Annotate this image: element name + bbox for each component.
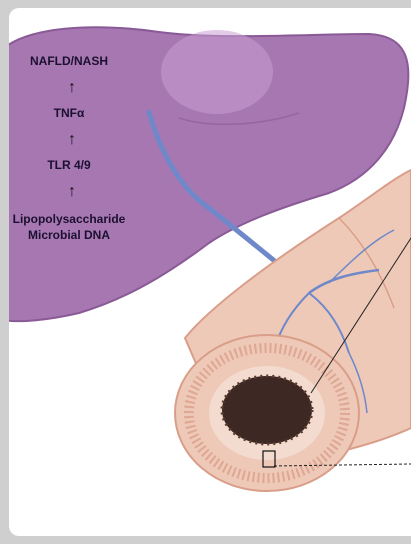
up-arrow-icon: ↑ (65, 184, 79, 200)
source-microbial-dna: Microbial DNA (9, 228, 129, 242)
up-arrow-icon: ↑ (65, 80, 79, 96)
step-tlr: TLR 4/9 (9, 158, 129, 172)
liver-highlight (161, 30, 273, 114)
step-nafld-nash: NAFLD/NASH (9, 54, 129, 68)
step-tnf-alpha: TNFα (9, 106, 129, 120)
up-arrow-icon: ↑ (65, 132, 79, 148)
signaling-pathway: NAFLD/NASH ↑ TNFα ↑ TLR 4/9 ↑ Lipopolysa… (9, 8, 139, 268)
source-lipopolysaccharide: Lipopolysaccharide (9, 212, 129, 226)
diagram-card: NAFLD/NASH ↑ TNFα ↑ TLR 4/9 ↑ Lipopolysa… (9, 8, 411, 536)
